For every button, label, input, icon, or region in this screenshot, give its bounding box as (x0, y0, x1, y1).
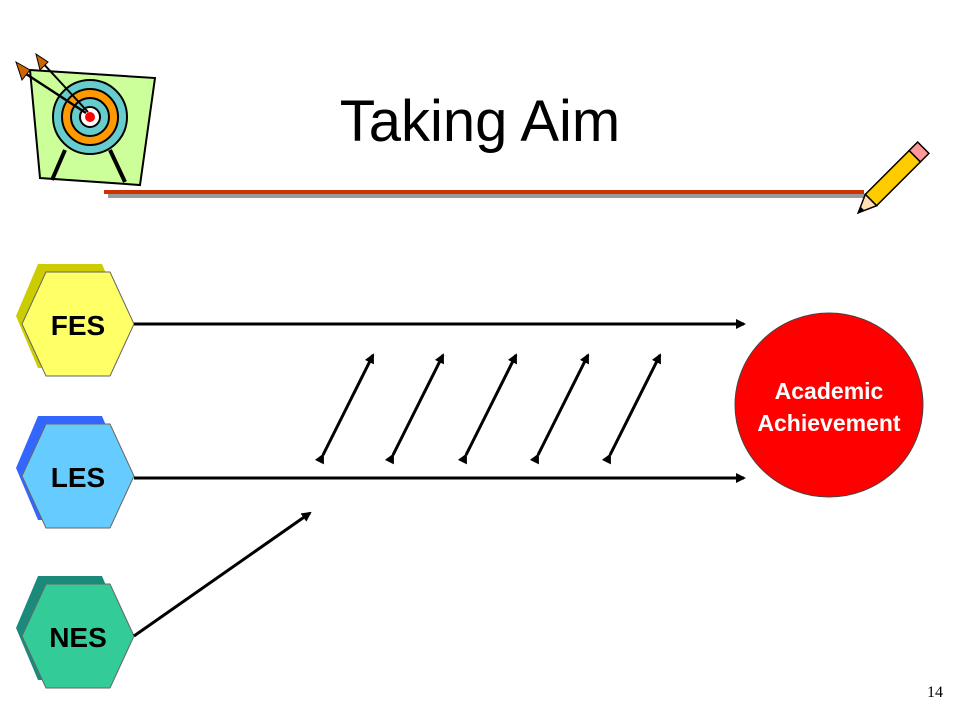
archery-target-icon (15, 52, 157, 187)
hexagon-label-les: LES (51, 462, 105, 493)
bidirectional-arrow-3 (457, 353, 518, 465)
slide-title: Taking Aim (339, 89, 621, 154)
academic-achievement-node: Academic Achievement (734, 312, 924, 498)
pencil-icon (856, 140, 931, 215)
bidirectional-arrow-1 (314, 353, 375, 465)
hexagon-nes: NES (16, 576, 135, 689)
bidirectional-arrow-4 (529, 353, 590, 465)
hexagon-label-nes: NES (49, 622, 107, 653)
bidirectional-arrow-5 (601, 353, 662, 465)
bidirectional-arrows (314, 353, 662, 465)
target-label-line1: Academic (775, 378, 884, 404)
hexagon-fes: FES (16, 264, 135, 377)
page-number: 14 (927, 684, 943, 701)
arrow-nes-to-les (133, 511, 312, 638)
hexagon-les: LES (16, 416, 135, 529)
hexagon-label-fes: FES (51, 310, 105, 341)
bidirectional-arrow-2 (384, 353, 445, 465)
target-label-line2: Achievement (757, 410, 901, 436)
